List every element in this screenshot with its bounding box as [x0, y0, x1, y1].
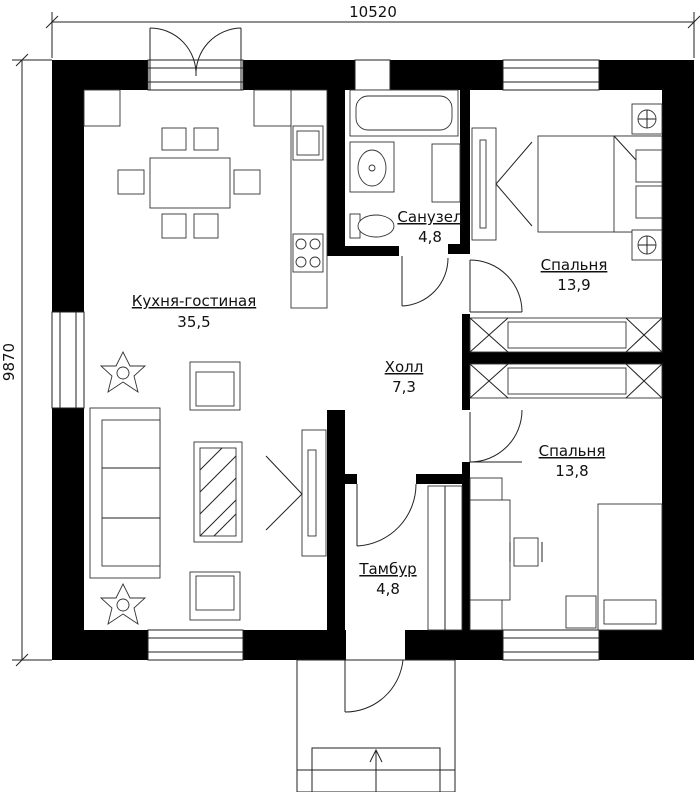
vestibule-wardrobe	[427, 485, 463, 631]
nightstand	[565, 595, 597, 629]
bedroom1-tv	[471, 127, 533, 241]
kitchen-counter	[83, 89, 337, 309]
dining-table	[117, 127, 261, 239]
washing-machine	[431, 143, 461, 203]
room-bedroom-1-name: Спальня	[541, 256, 608, 274]
room-bath-area: 4,8	[418, 228, 442, 246]
room-hall-name: Холл	[385, 358, 424, 376]
room-living: Кухня-гостиная 35,5	[132, 292, 256, 331]
room-bedroom-2-area: 13,8	[555, 462, 588, 480]
dimension-width-label: 10520	[349, 3, 397, 21]
bathtub	[349, 89, 459, 137]
room-bedroom-1: Спальня 13,9	[541, 256, 608, 294]
room-vestibule-name: Тамбур	[358, 560, 416, 578]
exterior-walls	[52, 60, 694, 660]
plant-icon	[99, 350, 147, 394]
room-vestibule-area: 4,8	[376, 580, 400, 598]
dimension-height-label: 9870	[0, 343, 18, 381]
nightstand-lamp-icon	[631, 103, 663, 135]
room-bedroom-2: Спальня 13,8	[539, 442, 606, 480]
interior-walls	[327, 60, 662, 632]
room-living-area: 35,5	[177, 313, 210, 331]
room-hall-area: 7,3	[392, 378, 416, 396]
wardrobe-2	[469, 363, 663, 399]
room-living-name: Кухня-гостиная	[132, 292, 256, 310]
bed-single	[597, 503, 663, 631]
bed-double	[537, 135, 663, 233]
windows	[51, 59, 600, 661]
coffee-table	[193, 441, 243, 543]
desk-chair	[509, 537, 543, 567]
room-bath-name: Санузел	[397, 208, 462, 226]
room-vestibule: Тамбур 4,8	[358, 560, 416, 598]
wardrobe-1	[469, 317, 663, 353]
nightstand-lamp-icon	[631, 229, 663, 261]
dimension-height: 9870	[0, 53, 52, 667]
room-bedroom-1-area: 13,9	[557, 276, 590, 294]
tv-unit	[265, 429, 327, 557]
room-hall: Холл 7,3	[385, 358, 424, 396]
doors	[149, 27, 523, 713]
toilet	[349, 213, 395, 239]
room-bedroom-2-name: Спальня	[539, 442, 606, 460]
sofa	[89, 407, 161, 579]
dimension-width: 10520	[45, 3, 700, 58]
entry-porch	[296, 659, 456, 792]
plant-icon	[99, 582, 147, 626]
washbasin	[349, 141, 395, 193]
armchairs	[189, 361, 241, 621]
room-bath: Санузел 4,8	[397, 208, 462, 246]
desk	[469, 477, 511, 631]
